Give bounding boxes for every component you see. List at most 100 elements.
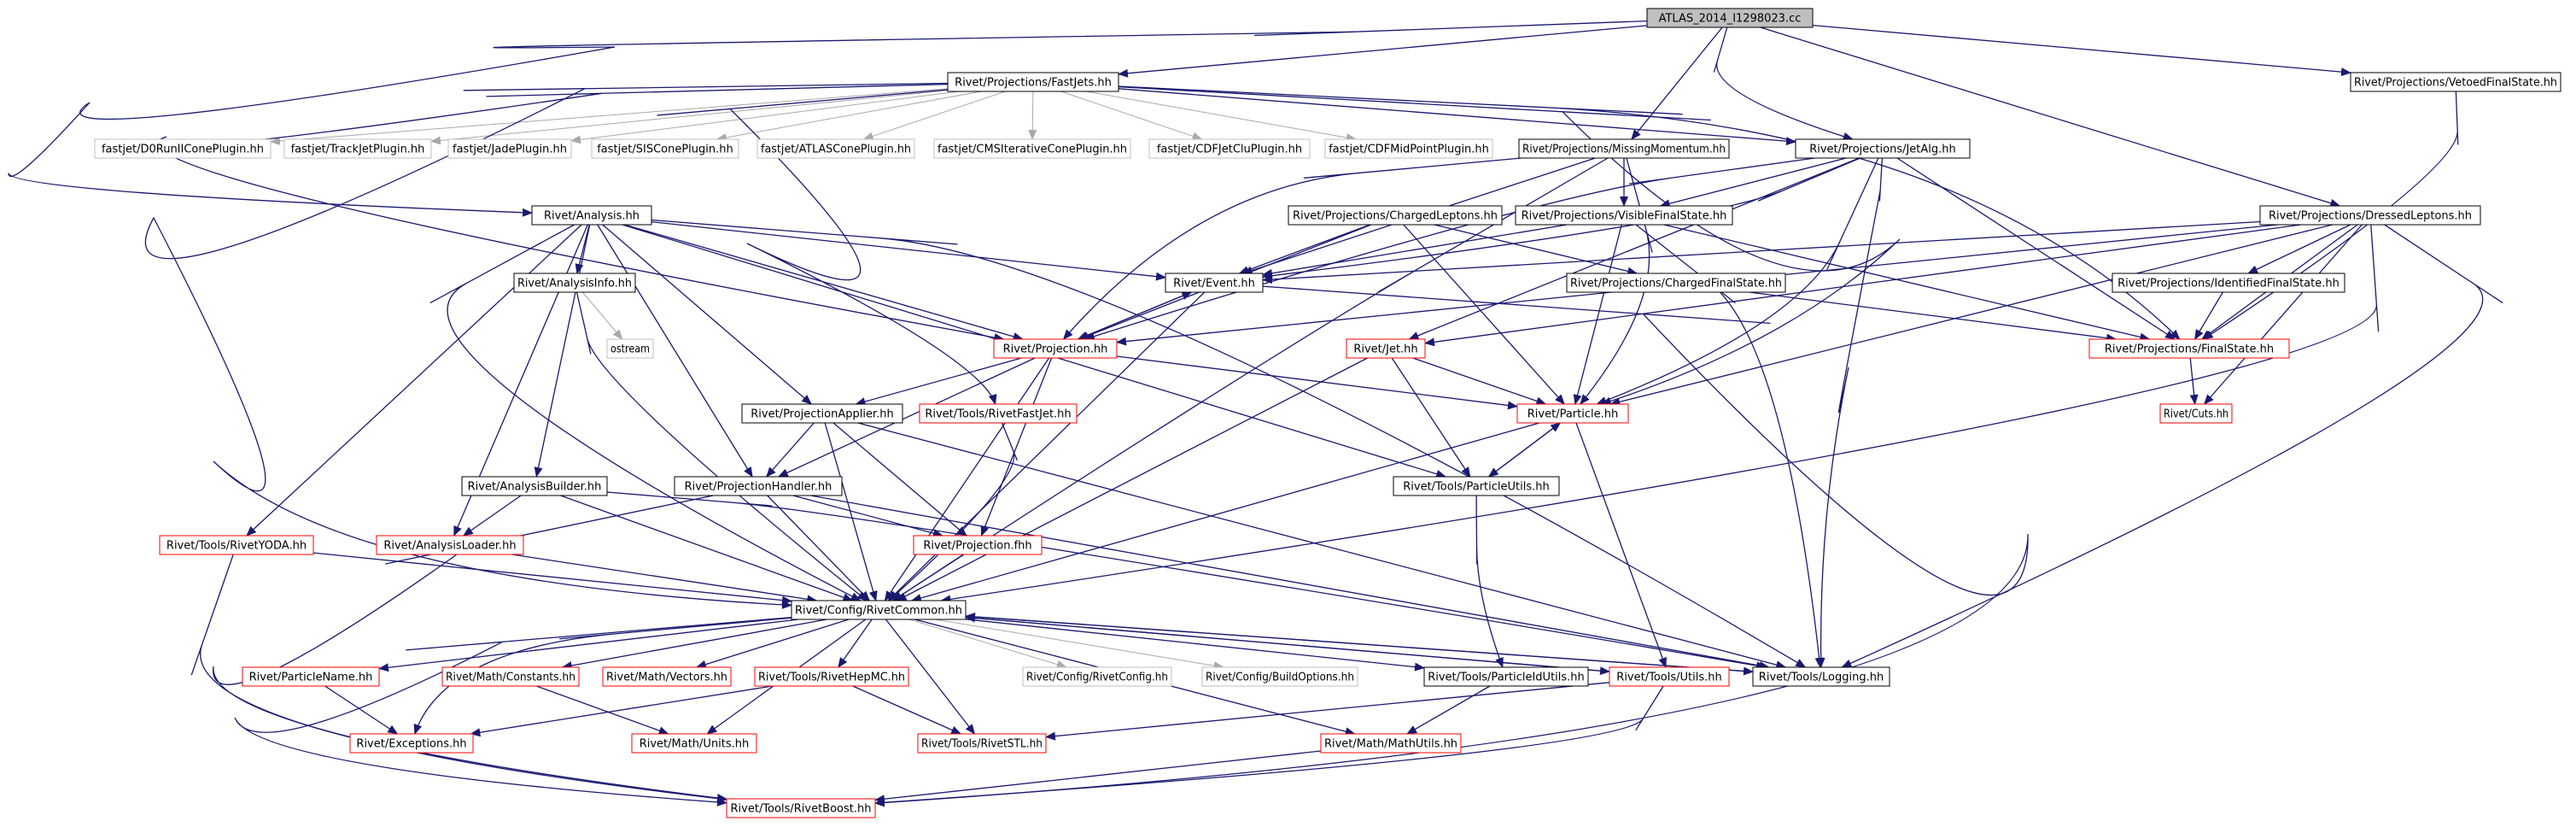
node-buildopt[interactable]: Rivet/Config/BuildOptions.hh bbox=[1201, 666, 1358, 687]
node-vetoed[interactable]: Rivet/Projections/VetoedFinalState.hh bbox=[2350, 72, 2561, 92]
edge-analysis-to-logging bbox=[651, 219, 1807, 668]
node-missmom[interactable]: Rivet/Projections/MissingMomentum.hh bbox=[1518, 138, 1730, 159]
edge-rivetyoda-to-common bbox=[313, 552, 792, 605]
edge-aninfo-to-ostream bbox=[581, 291, 623, 340]
node-label: Rivet/AnalysisInfo.hh bbox=[517, 278, 632, 290]
node-box bbox=[933, 138, 1131, 159]
edge-hepmc-to-stl bbox=[852, 685, 962, 735]
node-label: fastjet/D0RunIIConePlugin.hh bbox=[102, 144, 264, 156]
node-box bbox=[1646, 8, 1814, 28]
node-label: Rivet/AnalysisBuilder.hh bbox=[468, 481, 602, 494]
node-label: Rivet/ProjectionHandler.hh bbox=[685, 481, 832, 494]
node-aninfo[interactable]: Rivet/AnalysisInfo.hh bbox=[513, 273, 636, 293]
node-munits[interactable]: Rivet/Math/Units.hh bbox=[631, 733, 757, 754]
node-box bbox=[159, 535, 314, 555]
node-stl[interactable]: Rivet/Tools/RivetSTL.hh bbox=[917, 733, 1047, 754]
edge-papplier-to-projfhh bbox=[832, 422, 967, 537]
node-label: Rivet/Tools/Utils.hh bbox=[1616, 672, 1721, 684]
node-pidutils[interactable]: Rivet/Tools/ParticleIdUtils.hh bbox=[1423, 666, 1589, 687]
edge-projection-to-event bbox=[1078, 291, 1193, 340]
node-atlascone[interactable]: fastjet/ATLASConePlugin.hh bbox=[756, 138, 915, 159]
node-rivetyoda[interactable]: Rivet/Tools/RivetYODA.hh bbox=[159, 535, 314, 555]
node-finalstate[interactable]: Rivet/Projections/FinalState.hh bbox=[2088, 338, 2290, 359]
node-box bbox=[531, 205, 652, 226]
node-cmsiter[interactable]: fastjet/CMSIterativeConePlugin.hh bbox=[933, 138, 1131, 159]
node-siscone[interactable]: fastjet/SISConePlugin.hh bbox=[591, 138, 739, 159]
node-fastjets[interactable]: Rivet/Projections/FastJets.hh bbox=[947, 72, 1119, 92]
node-label: Rivet/Exceptions.hh bbox=[356, 738, 466, 751]
edge-vetoed-to-finalstate bbox=[2202, 91, 2459, 340]
node-common[interactable]: Rivet/Config/RivetCommon.hh bbox=[791, 600, 967, 620]
edge-mconst-to-munits bbox=[536, 685, 669, 735]
node-hepmc[interactable]: Rivet/Tools/RivetHepMC.hh bbox=[754, 666, 909, 687]
node-particle[interactable]: Rivet/Particle.hh bbox=[1516, 403, 1629, 424]
node-box bbox=[947, 72, 1119, 92]
node-cuts[interactable]: Rivet/Cuts.hh bbox=[2159, 403, 2233, 424]
edge-idfs-to-finalstate bbox=[2194, 291, 2223, 340]
node-cdfmid[interactable]: fastjet/CDFMidPointPlugin.hh bbox=[1324, 138, 1493, 159]
node-rivetfastjet[interactable]: Rivet/Tools/RivetFastJet.hh bbox=[919, 403, 1078, 424]
edge-root-to-dressed bbox=[1760, 26, 2341, 208]
node-logging[interactable]: Rivet/Tools/Logging.hh bbox=[1752, 666, 1890, 687]
node-jet[interactable]: Rivet/Jet.hh bbox=[1346, 338, 1426, 359]
node-putils[interactable]: Rivet/Tools/ParticleUtils.hh bbox=[1393, 476, 1560, 496]
edge-anbuilder-to-logging bbox=[606, 491, 1767, 671]
node-pname[interactable]: Rivet/ParticleName.hh bbox=[242, 666, 380, 687]
edge-dressed-to-cuts bbox=[2204, 224, 2363, 405]
edge-dressed-to-common bbox=[940, 224, 2380, 604]
node-box bbox=[913, 535, 1043, 555]
node-cdfjetclu[interactable]: fastjet/CDFJetCluPlugin.hh bbox=[1148, 138, 1311, 159]
node-label: Rivet/Projections/IdentifiedFinalState.h… bbox=[2117, 278, 2339, 290]
node-box bbox=[1795, 138, 1971, 159]
node-mathutils[interactable]: Rivet/Math/MathUtils.hh bbox=[1320, 733, 1462, 754]
node-dressed[interactable]: Rivet/Projections/DressedLeptons.hh bbox=[2259, 205, 2481, 226]
node-papplier[interactable]: Rivet/ProjectionApplier.hh bbox=[741, 403, 903, 424]
node-projfhh[interactable]: Rivet/Projection.fhh bbox=[913, 535, 1043, 555]
node-rconfig[interactable]: Rivet/Config/RivetConfig.hh bbox=[1022, 666, 1172, 687]
node-jetalg[interactable]: Rivet/Projections/JetAlg.hh bbox=[1795, 138, 1971, 159]
node-trackjet[interactable]: fastjet/TrackJetPlugin.hh bbox=[283, 138, 432, 159]
node-event[interactable]: Rivet/Event.hh bbox=[1165, 273, 1264, 293]
node-boost[interactable]: Rivet/Tools/RivetBoost.hh bbox=[726, 798, 876, 818]
edge-anloader-to-common bbox=[511, 554, 818, 604]
node-analysis[interactable]: Rivet/Analysis.hh bbox=[531, 205, 652, 226]
edge-fastjets-to-cdfmid bbox=[1086, 91, 1357, 143]
node-chfs[interactable]: Rivet/Projections/ChargedFinalState.hh bbox=[1566, 273, 1786, 293]
node-visfs[interactable]: Rivet/Projections/VisibleFinalState.hh bbox=[1515, 205, 1733, 226]
node-label: fastjet/CDFMidPointPlugin.hh bbox=[1329, 144, 1489, 156]
node-chlep[interactable]: Rivet/Projections/ChargedLeptons.hh bbox=[1288, 205, 1503, 226]
edge-dressed-to-particle bbox=[1609, 224, 2333, 407]
node-ostream[interactable]: ostream bbox=[606, 338, 654, 359]
node-tutils[interactable]: Rivet/Tools/Utils.hh bbox=[1609, 666, 1730, 687]
edge-particle-to-tutils bbox=[1575, 422, 1667, 668]
edge-jetalg-to-finalstate bbox=[1896, 157, 2176, 340]
edge-jet-to-common bbox=[896, 357, 1368, 601]
node-label: Rivet/Tools/ParticleUtils.hh bbox=[1403, 481, 1549, 494]
edge-projection-to-papplier bbox=[855, 357, 1022, 406]
node-mvectors[interactable]: Rivet/Math/Vectors.hh bbox=[602, 666, 732, 687]
edge-fastjets-to-d0run bbox=[270, 88, 949, 146]
node-anbuilder[interactable]: Rivet/AnalysisBuilder.hh bbox=[461, 476, 608, 496]
edge-common-to-mvectors bbox=[696, 619, 850, 669]
node-label: fastjet/CDFJetCluPlugin.hh bbox=[1157, 144, 1302, 156]
node-anloader[interactable]: Rivet/AnalysisLoader.hh bbox=[376, 535, 524, 555]
node-box bbox=[631, 733, 757, 754]
node-box bbox=[602, 666, 732, 687]
node-label: Rivet/Particle.hh bbox=[1527, 408, 1618, 421]
node-d0run[interactable]: fastjet/D0RunIIConePlugin.hh bbox=[94, 138, 272, 159]
edge-dressed-to-logging bbox=[1841, 224, 2503, 668]
node-phandler[interactable]: Rivet/ProjectionHandler.hh bbox=[674, 476, 843, 496]
node-exceptions[interactable]: Rivet/Exceptions.hh bbox=[349, 733, 474, 754]
edge-analysis-to-common bbox=[429, 224, 862, 601]
node-projection[interactable]: Rivet/Projection.hh bbox=[993, 338, 1118, 359]
node-idfs[interactable]: Rivet/Projections/IdentifiedFinalState.h… bbox=[2112, 273, 2345, 293]
edge-putils-to-particle bbox=[1488, 422, 1562, 478]
node-jade[interactable]: fastjet/JadePlugin.hh bbox=[447, 138, 572, 159]
edge-fastjets-to-cdfjetclu bbox=[1060, 91, 1203, 141]
node-root[interactable]: ATLAS_2014_I1298023.cc bbox=[1646, 8, 1814, 28]
node-box bbox=[2112, 273, 2345, 293]
node-label: fastjet/JadePlugin.hh bbox=[453, 144, 567, 156]
node-mconst[interactable]: Rivet/Math/Constants.hh bbox=[441, 666, 580, 687]
edge-anbuilder-to-common bbox=[560, 495, 854, 601]
